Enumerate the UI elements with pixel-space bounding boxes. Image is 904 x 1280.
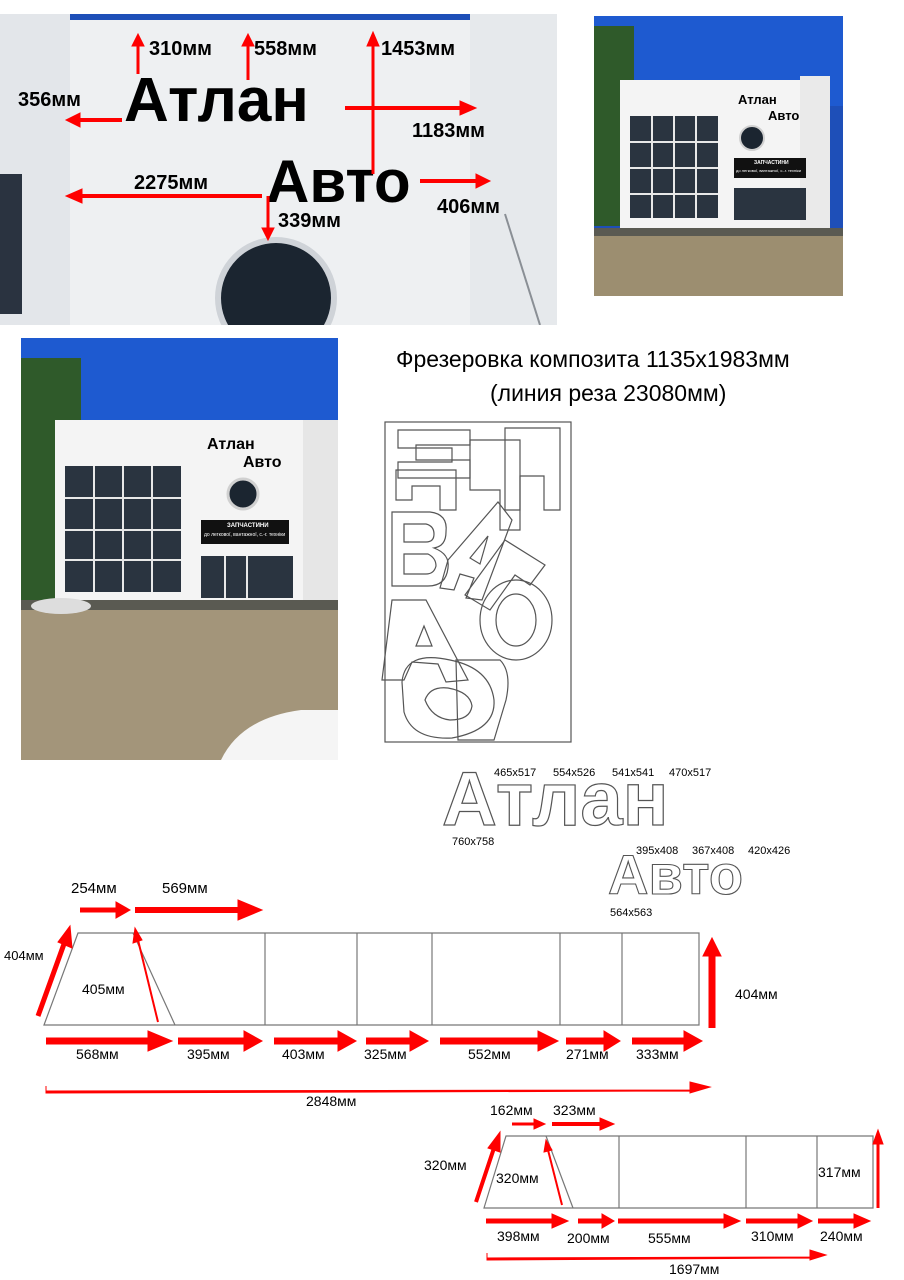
letter-size-4: 470x517 [669,767,712,779]
box2-left-side-dim: 320мм [424,1157,467,1173]
dim-2275: 2275мм [134,172,209,194]
building-photo-small: Атлан Авто ЗАПЧАСТИНИ до легкової, ванта… [594,16,843,296]
closeup-dimension-arrows [64,30,492,242]
milling-title-line2: (линия реза 23080мм) [490,380,727,406]
large-sign-line1: Атлан [207,436,255,453]
box2-top-right-dim: 323мм [553,1102,596,1118]
box1-top-left-dim: 254мм [71,880,117,897]
closeup-sign-line1: Атлан [124,66,309,135]
box1-seg-1: 568мм [76,1046,119,1062]
box1-total-dim: 2848мм [306,1093,357,1109]
building-small-graphics [594,16,843,296]
box1-right-side-dim: 404мм [735,986,778,1002]
letter-size-6: 367x408 [692,845,735,857]
box1-seg-4: 325мм [364,1046,407,1062]
box1-seg-5: 552мм [468,1046,511,1062]
box2-total-dim: 1697мм [669,1261,720,1277]
small-banner-title: ЗАПЧАСТИНИ [754,160,789,166]
dim-310: 310мм [149,38,212,60]
box1-seg-6: 271мм [566,1046,609,1062]
outlined-word-avto: Авто [607,843,744,906]
milling-title-line1: Фрезеровка композита 1135х1983мм [396,346,790,372]
letter-size-5: 395x408 [636,845,679,857]
small-banner-subtitle: до легкової, вантажної, с.-г. техніки [736,168,801,173]
dim-339: 339мм [278,210,341,232]
box1-seg-3: 403мм [282,1046,325,1062]
facade-closeup-graphics [0,14,557,325]
building-large-graphics [21,338,338,760]
box1-top-right-dim: 569мм [162,880,208,897]
box2-seg-1: 398мм [497,1228,540,1244]
dim-406: 406мм [437,196,500,218]
large-banner-subtitle: до легкової, вантажної, с.-г. техніки [204,532,286,538]
dim-1183: 1183мм [412,120,485,142]
letter-size-3: 541x541 [612,767,655,779]
large-banner-title: ЗАПЧАСТИНИ [227,523,269,529]
facade-closeup-photo: Атлан Авто 310мм 558мм 1453мм 356мм 1183… [0,14,557,325]
box2-right-side-dim: 317мм [818,1164,861,1180]
letter-size-first-word1: 760x758 [452,836,495,848]
letter-size-first-word2: 564x563 [610,907,653,919]
large-sign-line2: Авто [243,454,282,471]
letter-size-1: 465x517 [494,767,537,779]
building-photo-large: Атлан Авто ЗАПЧАСТИНИ до легкової, ванта… [21,338,338,760]
box2-seg-5: 240мм [820,1228,863,1244]
letter-size-7: 420x426 [748,845,791,857]
box2-top-left-dim: 162мм [490,1102,533,1118]
closeup-sign-line2: Авто [266,148,411,215]
box1-diagonal-dim: 405мм [82,981,125,997]
dim-558: 558мм [254,38,317,60]
dim-1453: 1453мм [381,38,456,60]
box1-seg-7: 333мм [636,1046,679,1062]
box1-left-side-dim: 404мм [4,948,44,963]
small-sign-line1: Атлан [738,92,777,107]
box2-seg-3: 555мм [648,1230,691,1246]
outlined-word-atlan: Атлан [441,757,669,842]
letter-size-2: 554x526 [553,767,596,779]
box1-seg-2: 395мм [187,1046,230,1062]
box2-seg-4: 310мм [751,1228,794,1244]
box2-seg-2: 200мм [567,1230,610,1246]
dim-356: 356мм [18,89,81,111]
small-sign-line2: Авто [768,108,800,123]
box2-diagonal-dim: 320мм [496,1170,539,1186]
